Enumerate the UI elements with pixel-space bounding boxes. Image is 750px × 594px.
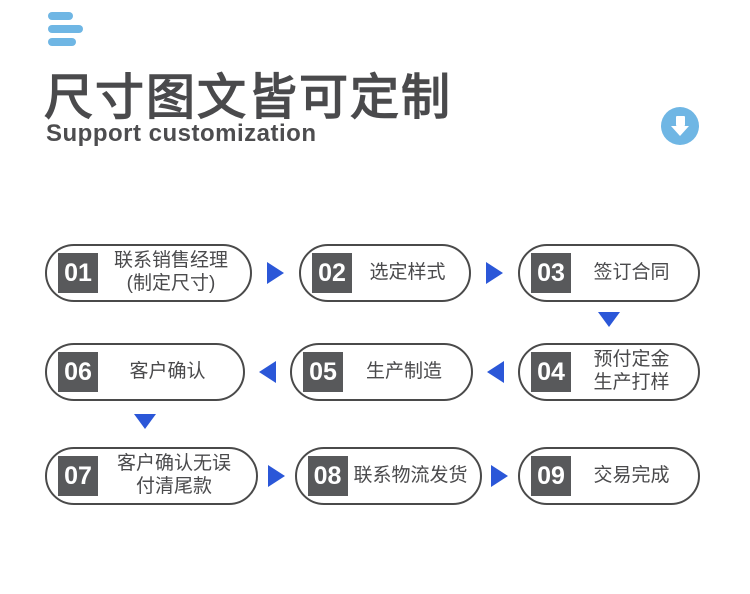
menu-lines-icon xyxy=(48,12,83,51)
step-box-04: 04 预付定金 生产打样 xyxy=(518,343,700,401)
step-number: 06 xyxy=(58,352,98,392)
step-label: 联系物流发货 xyxy=(353,464,468,486)
step-number: 02 xyxy=(312,253,352,293)
step-label: 预付定金 生产打样 xyxy=(593,349,670,393)
down-arrow-stem xyxy=(675,116,685,126)
menu-line xyxy=(48,38,76,46)
step-label: 客户确认 xyxy=(129,360,206,382)
step-box-01: 01 联系销售经理 (制定尺寸) xyxy=(45,244,252,302)
step-number: 01 xyxy=(58,253,98,293)
step-number: 04 xyxy=(531,352,571,392)
step-number: 05 xyxy=(303,352,343,392)
step-box-02: 02 选定样式 xyxy=(299,244,471,302)
page-subtitle: Support customization xyxy=(46,120,317,147)
step-number: 03 xyxy=(531,253,571,293)
step-box-09: 09 交易完成 xyxy=(518,447,700,505)
flow-row-3: 07 客户确认无误 付清尾款 08 联系物流发货 09 交易完成 xyxy=(45,447,700,505)
step-box-08: 08 联系物流发货 xyxy=(294,447,482,505)
arrow-left-icon xyxy=(259,361,276,383)
arrow-left-icon xyxy=(487,361,504,383)
step-label: 选定样式 xyxy=(369,261,446,283)
step-number: 08 xyxy=(307,456,348,496)
page-title: 尺寸图文皆可定制 xyxy=(44,71,453,125)
flow-row-2: 06 客户确认 05 生产制造 04 预付定金 生产打样 xyxy=(45,343,700,401)
arrow-down-icon xyxy=(598,312,620,327)
scroll-down-icon xyxy=(661,107,699,145)
arrow-right-icon xyxy=(267,465,285,487)
step-box-06: 06 客户确认 xyxy=(45,343,245,401)
step-box-07: 07 客户确认无误 付清尾款 xyxy=(45,447,258,505)
step-number: 07 xyxy=(58,456,98,496)
step-label: 生产制造 xyxy=(365,360,442,382)
arrow-right-icon xyxy=(491,465,509,487)
menu-line xyxy=(48,12,73,20)
step-label: 交易完成 xyxy=(593,464,670,486)
arrow-right-icon xyxy=(486,262,503,284)
step-label: 签订合同 xyxy=(593,261,670,283)
arrow-down-icon xyxy=(134,414,156,429)
arrow-right-icon xyxy=(267,262,284,284)
step-number: 09 xyxy=(531,456,571,496)
step-label: 联系销售经理 (制定尺寸) xyxy=(113,250,228,294)
step-box-05: 05 生产制造 xyxy=(290,343,473,401)
step-label: 客户确认无误 付清尾款 xyxy=(116,453,231,497)
flow-row-1: 01 联系销售经理 (制定尺寸) 02 选定样式 03 签订合同 xyxy=(45,244,700,302)
down-arrow-head xyxy=(671,126,689,136)
step-box-03: 03 签订合同 xyxy=(518,244,700,302)
menu-line xyxy=(48,25,83,33)
